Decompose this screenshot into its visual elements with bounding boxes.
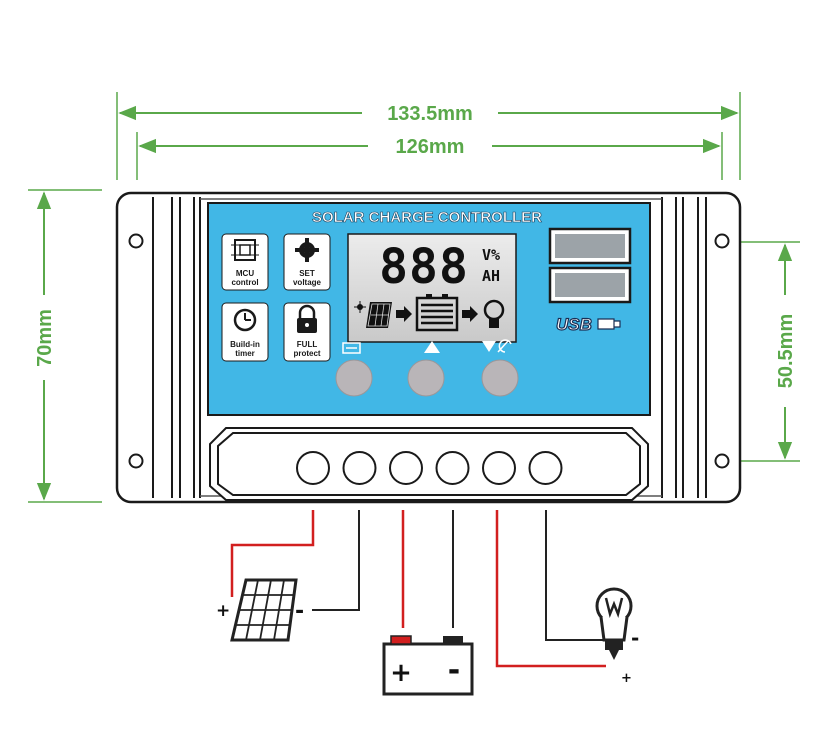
terminal-screw-5: [482, 451, 516, 485]
usb-ports: [548, 227, 632, 304]
load-positive-wire: [495, 510, 606, 668]
battery-icon: [382, 635, 474, 696]
mcu-control-tile: MCU control: [221, 233, 269, 291]
set-voltage-tile: SET voltage: [283, 233, 331, 291]
down-button[interactable]: [481, 359, 519, 397]
mcu-line1: MCU: [236, 269, 254, 278]
arrow-right-icon-2: [462, 306, 478, 322]
down-button-group: [481, 339, 519, 397]
sun-icon: [354, 301, 366, 313]
lcd-unit-bottom: AH: [482, 267, 500, 285]
solar-plus-sign: +: [216, 601, 230, 621]
mcu-line2: control: [231, 278, 258, 287]
wiring: [230, 510, 606, 668]
solar-minus-sign: -: [295, 599, 304, 624]
outer-width-label: 133.5mm: [387, 103, 473, 125]
mount-hole-top-right: [714, 233, 730, 249]
solar-negative-wire: [312, 510, 360, 611]
lcd-unit-top: V%: [482, 246, 500, 264]
mcu-chip-icon: [231, 239, 259, 261]
panel-title: SOLAR CHARGE CONTROLLER: [312, 209, 542, 226]
inner-width-label: 126mm: [396, 136, 465, 158]
down-arrow-icon: [482, 341, 496, 352]
menu-battery-icon: [342, 342, 361, 354]
set-line1: SET: [299, 269, 315, 278]
lcd-bulb-icon: [483, 299, 505, 328]
solar-panel-icon: [230, 578, 298, 642]
dimension-lines: [28, 92, 800, 503]
terminal-screw-3: [389, 451, 423, 485]
light-bulb-icon: [595, 587, 633, 660]
lock-icon: [297, 304, 317, 333]
height-label: 70mm: [34, 309, 56, 367]
menu-button[interactable]: [335, 359, 373, 397]
full-protect-tile: FULL protect: [283, 302, 331, 362]
load-plus-sign: +: [621, 671, 632, 686]
clock-icon: [233, 308, 257, 332]
mount-hole-bottom-left: [128, 453, 144, 469]
lcd-solar-panel-icon: [366, 302, 392, 328]
load-negative-wire: [545, 510, 606, 641]
terminal-screws: [296, 451, 563, 485]
terminal-screw-4: [435, 451, 470, 485]
arrow-right-icon: [396, 306, 412, 322]
protect-line1: FULL: [297, 340, 318, 349]
bulb-outline-icon: [498, 339, 512, 353]
lcd-battery-icon: [415, 294, 459, 332]
solar-positive-wire: [230, 510, 315, 597]
battery-minus-sign: -: [448, 653, 460, 688]
menu-button-group: [335, 342, 373, 397]
terminal-screw-2: [342, 451, 377, 485]
usb-label: USB: [556, 315, 592, 334]
up-button[interactable]: [407, 359, 445, 397]
up-arrow-icon: [424, 341, 440, 353]
battery-plus-sign: +: [390, 658, 412, 688]
terminal-block: [209, 427, 649, 501]
protect-line2: protect: [293, 349, 320, 358]
usb-plug-icon: [597, 318, 621, 330]
set-line2: voltage: [293, 278, 322, 287]
lcd-status-icons: [354, 294, 505, 332]
hole-spacing-label: 50.5mm: [775, 314, 797, 389]
timer-tile: Build-in timer: [221, 302, 269, 362]
load-minus-sign: -: [631, 626, 639, 650]
timer-line2: timer: [235, 349, 255, 358]
terminal-screw-6: [528, 451, 563, 485]
mount-hole-bottom-right: [714, 453, 730, 469]
up-button-group: [407, 341, 445, 397]
timer-line1: Build-in: [230, 340, 260, 349]
mount-hole-top-left: [128, 233, 144, 249]
terminal-screw-1: [296, 451, 330, 485]
lcd-digits: 888: [379, 239, 469, 295]
gear-icon: [295, 238, 319, 262]
